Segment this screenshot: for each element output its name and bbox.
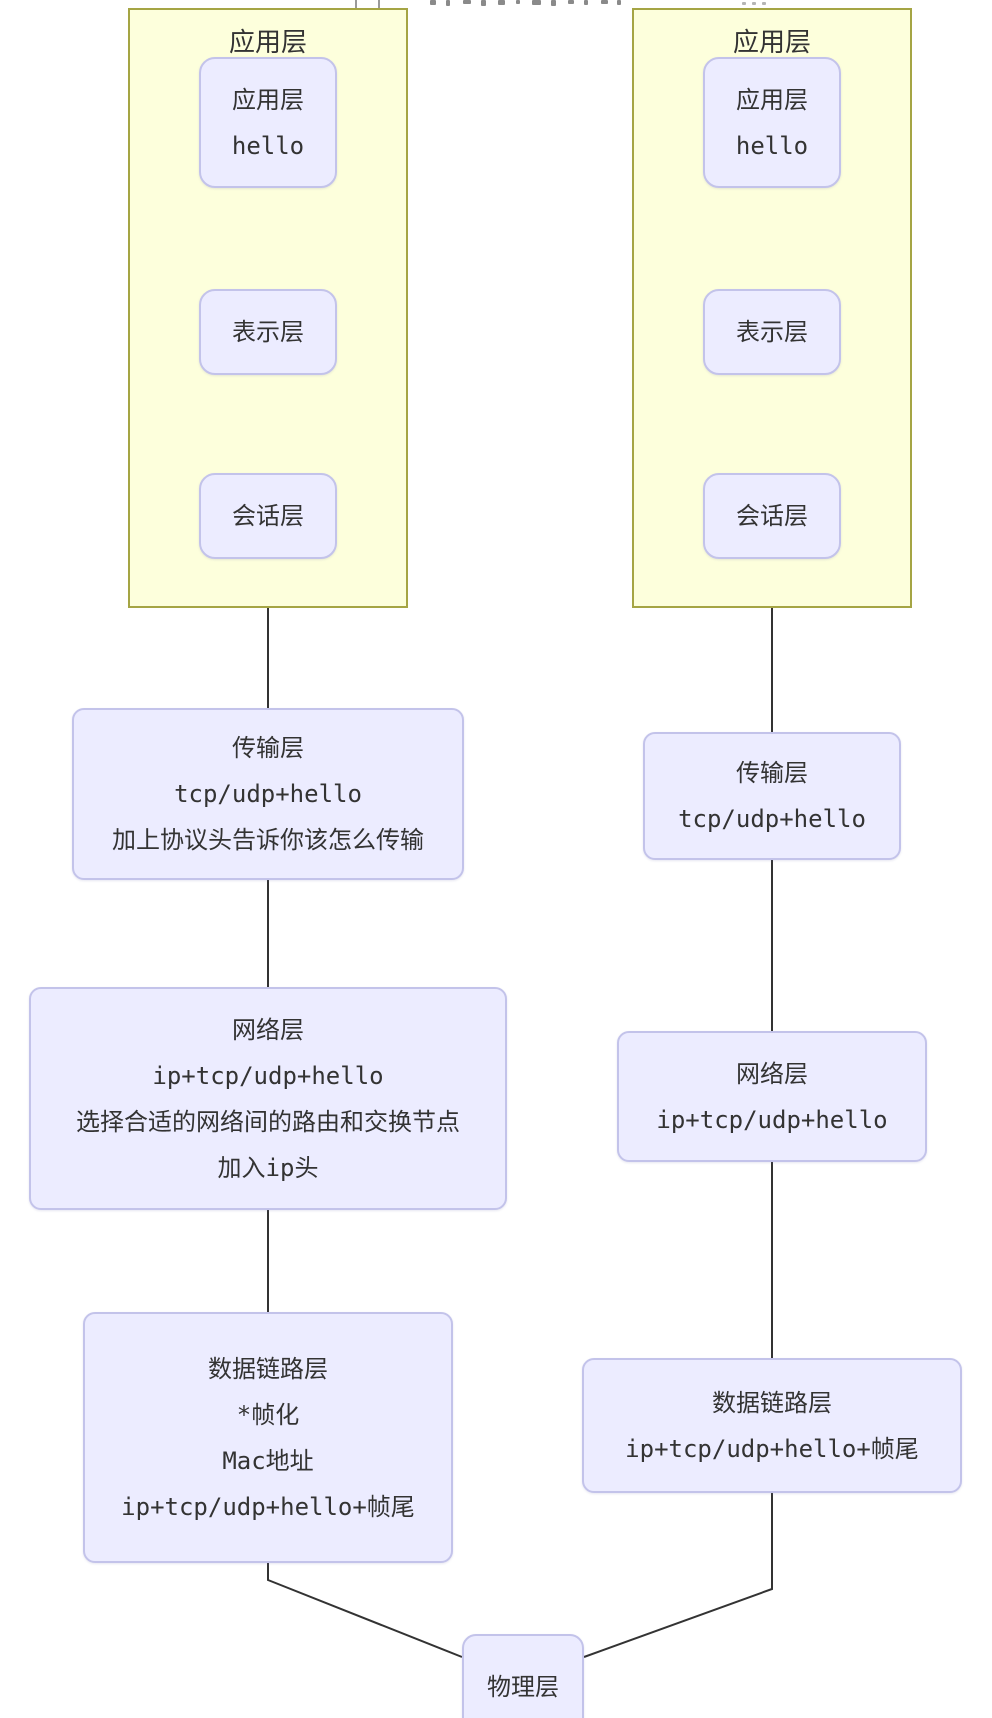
node-left-application: 应用层 hello — [199, 57, 337, 188]
node-line: Mac地址 — [222, 1446, 314, 1475]
node-line: 加上协议头告诉你该怎么传输 — [112, 826, 424, 854]
node-line: 应用层 — [736, 85, 808, 114]
clipped-heading-fragment — [481, 0, 486, 6]
node-line: 会话层 — [736, 502, 808, 530]
node-right-datalink: 数据链路层 ip+tcp/udp+hello+帧尾 — [582, 1358, 962, 1493]
node-line: 会话层 — [232, 502, 304, 530]
node-line: 加入ip头 — [217, 1153, 319, 1182]
clipped-heading-fragment — [742, 2, 746, 5]
clipped-heading-fragment — [516, 0, 520, 4]
node-left-network: 网络层 ip+tcp/udp+hello 选择合适的网络间的路由和交换节点 加入… — [29, 987, 507, 1210]
node-line: 应用层 — [232, 85, 304, 114]
edge-left-datalink-physical — [267, 1563, 463, 1658]
node-right-network: 网络层 ip+tcp/udp+hello — [617, 1031, 927, 1162]
clipped-heading-fragment — [446, 0, 450, 6]
node-line: 网络层 — [232, 1015, 304, 1044]
clipped-heading-fragment — [498, 0, 505, 5]
node-line: ip+tcp/udp+hello+帧尾 — [625, 1434, 919, 1463]
clipped-heading-fragment — [463, 0, 471, 4]
node-line: hello — [231, 131, 305, 160]
node-right-session: 会话层 — [703, 473, 841, 559]
node-line: ip+tcp/udp+hello+帧尾 — [121, 1492, 415, 1521]
clipped-heading-fragment — [568, 0, 574, 4]
node-left-session: 会话层 — [199, 473, 337, 559]
node-line: 物理层 — [487, 1673, 559, 1701]
clipped-heading-fragment — [430, 0, 436, 5]
node-line: 表示层 — [736, 318, 808, 346]
clipped-heading-fragment — [617, 0, 621, 5]
node-line: ip+tcp/udp+hello — [152, 1061, 384, 1090]
node-line: 传输层 — [736, 759, 808, 787]
node-left-datalink: 数据链路层 *帧化 Mac地址 ip+tcp/udp+hello+帧尾 — [83, 1312, 453, 1563]
node-line: tcp/udp+hello — [678, 805, 866, 833]
node-line: hello — [735, 131, 809, 160]
node-line: ip+tcp/udp+hello — [656, 1105, 888, 1134]
node-left-presentation: 表示层 — [199, 289, 337, 375]
cluster-title: 应用层 — [732, 28, 811, 58]
node-line: *帧化 — [236, 1400, 300, 1429]
node-line: 传输层 — [232, 734, 304, 762]
cluster-title: 应用层 — [228, 28, 307, 58]
node-right-application: 应用层 hello — [703, 57, 841, 188]
edge-right-datalink-physical — [583, 1493, 773, 1658]
node-line: 选择合适的网络间的路由和交换节点 — [76, 1107, 460, 1136]
node-line: 数据链路层 — [208, 1354, 328, 1383]
clipped-heading-fragment — [551, 0, 556, 6]
node-line: 网络层 — [736, 1059, 808, 1088]
clipped-heading-fragment — [752, 2, 756, 5]
node-left-transport: 传输层 tcp/udp+hello 加上协议头告诉你该怎么传输 — [72, 708, 464, 880]
clipped-heading-fragment — [762, 2, 766, 5]
node-line: 数据链路层 — [712, 1388, 832, 1417]
node-right-transport: 传输层 tcp/udp+hello — [643, 732, 901, 860]
node-right-presentation: 表示层 — [703, 289, 841, 375]
clipped-heading-fragment — [601, 0, 608, 4]
clipped-heading-fragment — [532, 0, 541, 5]
node-line: tcp/udp+hello — [174, 780, 362, 808]
node-line: 表示层 — [232, 318, 304, 346]
clipped-heading-fragment — [584, 0, 588, 5]
node-physical: 物理层 — [462, 1634, 584, 1718]
